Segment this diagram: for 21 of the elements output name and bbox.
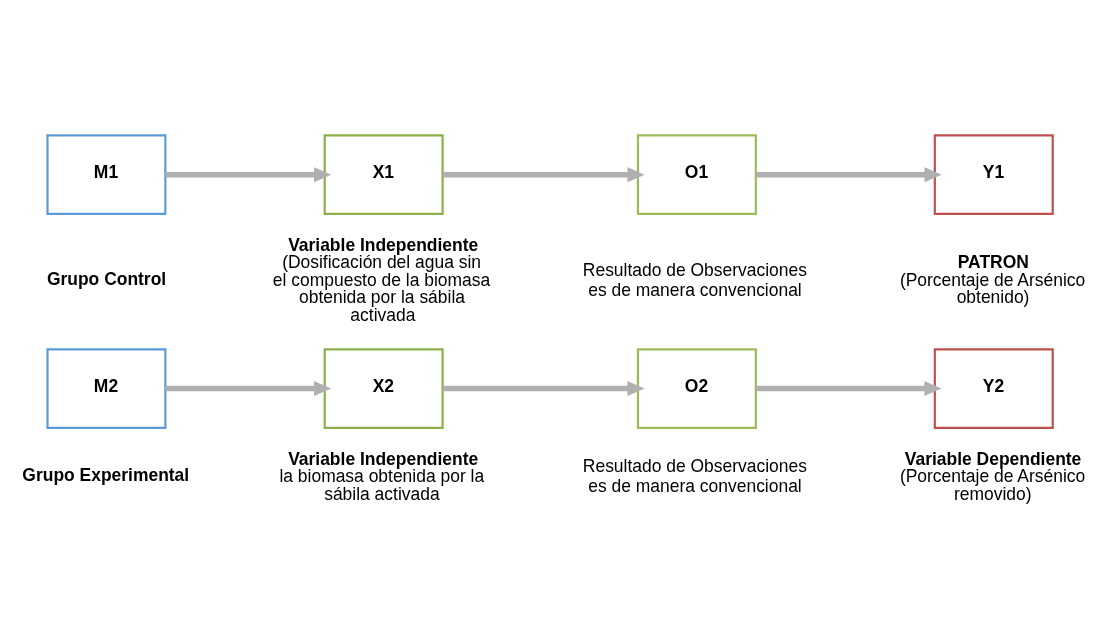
node-label: Grupo Control — [46, 268, 167, 289]
node-box: M1 — [46, 134, 167, 216]
node-label: Variable Independiente — [288, 234, 479, 255]
node-label: Variable Dependiente — [904, 448, 1082, 469]
node-box: X2 — [323, 348, 444, 429]
node-label: Grupo Experimental — [22, 465, 190, 486]
arrow — [442, 381, 645, 397]
node-label: Resultado de Observaciones es de manera convencional — [582, 259, 807, 300]
node-label: Variable Independiente — [288, 448, 479, 469]
arrow — [165, 381, 332, 397]
arrow — [756, 381, 942, 397]
node-box: Y2 — [933, 348, 1054, 429]
arrow — [165, 167, 332, 183]
node-label: Resultado de Observaciones es de manera convencional — [582, 456, 807, 497]
arrow — [442, 167, 645, 183]
node-box: M2 — [46, 348, 167, 429]
node-box: Y1 — [933, 134, 1054, 216]
node-box: X1 — [323, 134, 444, 216]
node-box: O2 — [636, 348, 757, 429]
arrow — [756, 167, 942, 183]
node-box: O1 — [636, 134, 757, 216]
